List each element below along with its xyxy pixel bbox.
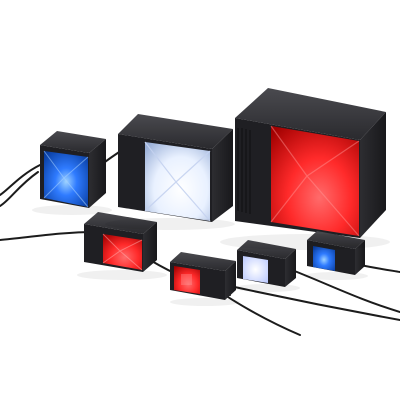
light-panel (313, 246, 335, 271)
light-white-mini (237, 240, 296, 287)
housing-top (237, 240, 296, 259)
panel-center (181, 274, 192, 285)
housing-right-side (225, 261, 236, 300)
light-red-small (84, 212, 157, 272)
housing-top (170, 252, 236, 271)
cable (359, 264, 400, 273)
cable (291, 269, 400, 313)
light-red-xlarge (235, 88, 386, 238)
housing-right-side (212, 129, 233, 222)
panel-inner-lines (144, 141, 211, 222)
cable (0, 164, 41, 196)
light-blue-medium (40, 131, 106, 208)
light-panel (145, 142, 210, 221)
housing-top (84, 212, 157, 234)
light-panel (174, 266, 200, 294)
light-blue-mini (307, 231, 365, 275)
cable (229, 285, 400, 321)
heat-fins (237, 128, 251, 214)
cable (0, 231, 96, 241)
panel-inner-lines (43, 150, 89, 208)
housing-right-side (355, 240, 365, 275)
housing-top (118, 114, 233, 149)
housing-right-side (285, 249, 296, 287)
housing-right-side (360, 112, 386, 238)
floor-shadows (32, 205, 390, 306)
housing-right-side (89, 139, 106, 208)
housing-top (235, 88, 386, 140)
housing-top (40, 131, 106, 153)
light-panel (243, 256, 268, 283)
cable (0, 171, 39, 207)
light-panel (271, 126, 359, 236)
light-red-mini (170, 252, 236, 300)
panel-inner-lines (270, 125, 360, 237)
housing-right-side (143, 222, 157, 272)
panel-inner-lines (102, 233, 143, 271)
light-white-large (118, 114, 233, 222)
housing-top (307, 231, 365, 249)
